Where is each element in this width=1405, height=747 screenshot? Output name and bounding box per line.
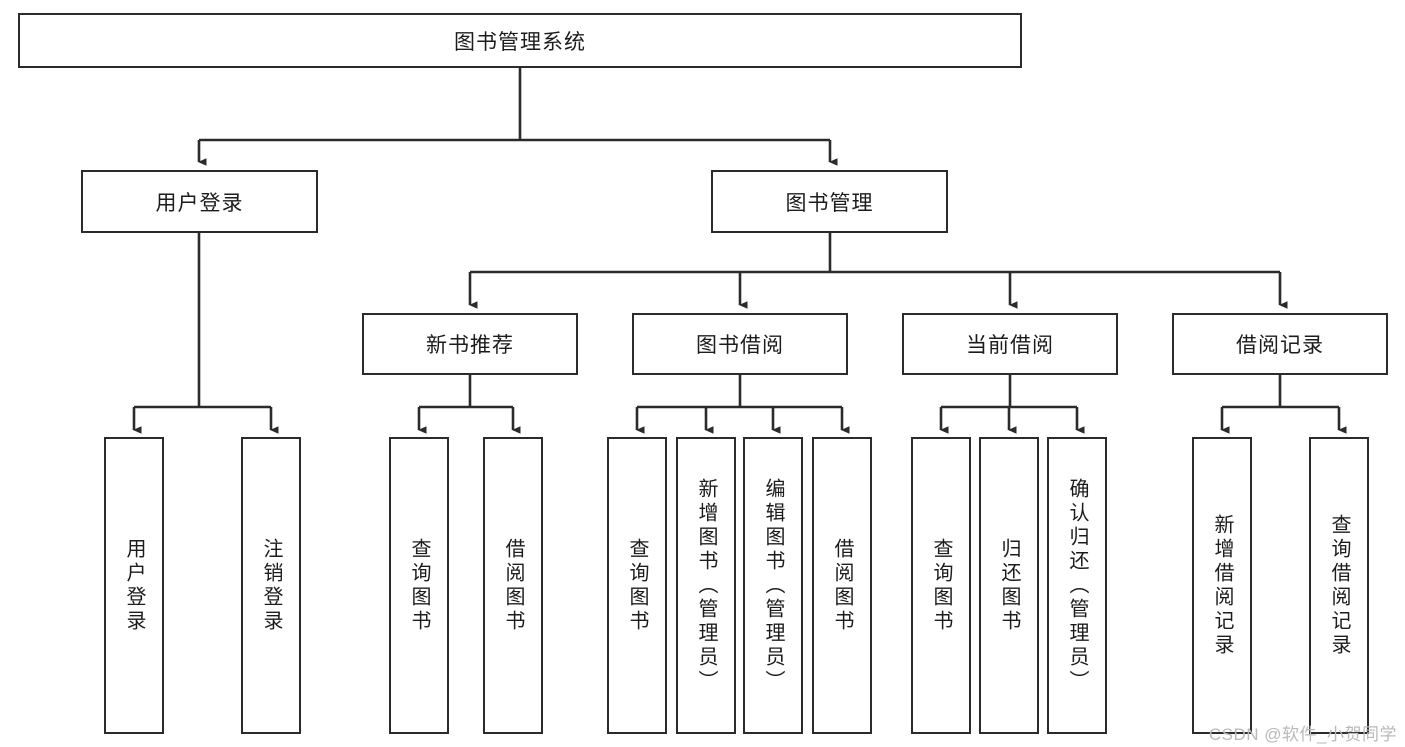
leaf-query-book-current[interactable]: 查询图书 — [911, 437, 971, 734]
node-borrow-record[interactable]: 借阅记录 — [1172, 313, 1388, 375]
node-root-system[interactable]: 图书管理系统 — [18, 13, 1022, 68]
edges-borrowrecord-to-leaves — [1220, 375, 1347, 434]
leaf-return-book[interactable]: 归还图书 — [979, 437, 1039, 734]
leaf-query-book-current-label: 查询图书 — [930, 537, 952, 634]
leaf-borrow-book-borrow-label: 借阅图书 — [831, 537, 853, 634]
edges-newbook-to-leaves — [417, 375, 521, 434]
leaf-query-book-borrow[interactable]: 查询图书 — [607, 437, 667, 734]
leaf-user-logout[interactable]: 注销登录 — [241, 437, 301, 734]
node-root-system-label: 图书管理系统 — [454, 30, 586, 54]
csdn-watermark: CSDN @软件_小贺同学 — [1208, 725, 1397, 744]
leaf-query-book-borrow-label: 查询图书 — [626, 537, 648, 634]
leaf-add-book-admin[interactable]: 新增图书（管理员） — [676, 437, 736, 734]
edges-currentborrow-to-leaves — [939, 375, 1085, 434]
leaf-add-borrow-record-label: 新增借阅记录 — [1211, 513, 1233, 658]
leaf-add-borrow-record[interactable]: 新增借阅记录 — [1192, 437, 1252, 734]
edges-bookmanage-to-level3 — [468, 233, 1288, 309]
leaf-confirm-return-admin-label: 确认归还（管理员） — [1066, 477, 1088, 694]
leaf-borrow-book-recommend-label: 借阅图书 — [502, 537, 524, 634]
leaf-user-login[interactable]: 用户登录 — [104, 437, 164, 734]
leaf-add-book-admin-label: 新增图书（管理员） — [695, 477, 717, 694]
leaf-borrow-book-recommend[interactable]: 借阅图书 — [483, 437, 543, 734]
leaf-user-login-label: 用户登录 — [123, 537, 145, 634]
leaf-query-borrow-record[interactable]: 查询借阅记录 — [1309, 437, 1369, 734]
leaf-confirm-return-admin[interactable]: 确认归还（管理员） — [1047, 437, 1107, 734]
leaf-query-book-recommend-label: 查询图书 — [408, 537, 430, 634]
leaf-query-borrow-record-label: 查询借阅记录 — [1328, 513, 1350, 658]
leaf-borrow-book-borrow[interactable]: 借阅图书 — [812, 437, 872, 734]
node-current-borrow-label: 当前借阅 — [966, 334, 1054, 357]
node-book-manage[interactable]: 图书管理 — [711, 170, 948, 233]
edges-userlogin-to-leaves — [132, 233, 279, 434]
leaf-user-logout-label: 注销登录 — [260, 537, 282, 634]
leaf-edit-book-admin-label: 编辑图书（管理员） — [762, 477, 784, 694]
node-book-manage-label: 图书管理 — [785, 191, 874, 215]
leaf-query-book-recommend[interactable]: 查询图书 — [389, 437, 449, 734]
edges-root-to-level2 — [197, 68, 838, 166]
node-current-borrow[interactable]: 当前借阅 — [902, 313, 1118, 375]
node-book-borrow[interactable]: 图书借阅 — [632, 313, 848, 375]
node-new-book-recommend-label: 新书推荐 — [426, 334, 514, 357]
leaf-return-book-label: 归还图书 — [998, 537, 1020, 634]
node-borrow-record-label: 借阅记录 — [1236, 334, 1324, 357]
node-user-login-label: 用户登录 — [155, 191, 244, 215]
node-user-login[interactable]: 用户登录 — [81, 170, 318, 233]
node-book-borrow-label: 图书借阅 — [696, 334, 784, 357]
node-new-book-recommend[interactable]: 新书推荐 — [362, 313, 578, 375]
leaf-edit-book-admin[interactable]: 编辑图书（管理员） — [743, 437, 803, 734]
edges-bookborrow-to-leaves — [635, 375, 850, 434]
